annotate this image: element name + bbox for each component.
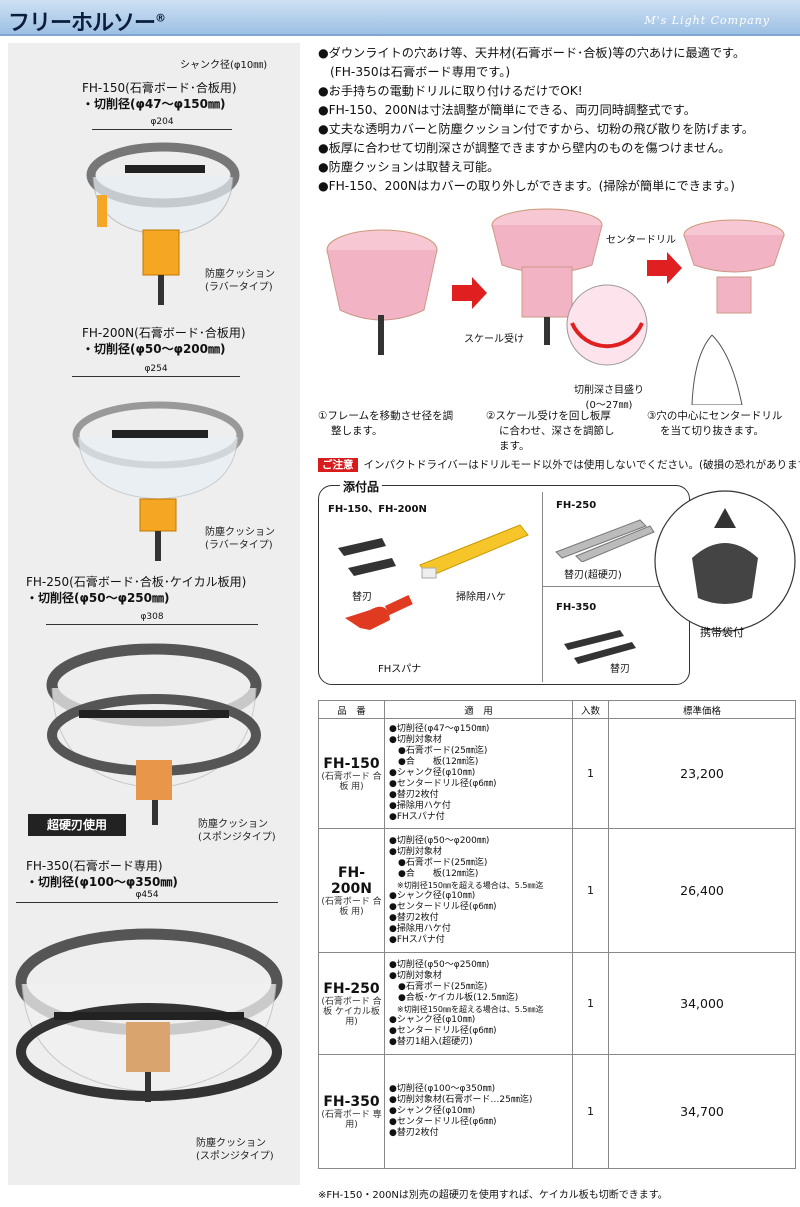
- row-model: FH-350(石膏ボード 専 用): [318, 1054, 391, 1169]
- carbide-blade-image: [555, 519, 655, 562]
- fh150-dim: φ204: [150, 117, 174, 127]
- fh350-hole-saw-image: [15, 928, 283, 1102]
- fh250-hole-saw-image: [46, 643, 262, 825]
- fh150-cushion: 防塵クッション(ラバータイプ): [205, 269, 275, 293]
- fh250-cut: ・切削径(φ50〜φ250㎜): [26, 591, 170, 605]
- feature-item: ●丈夫な透明カバーと防塵クッション付ですから、切粉の飛び散りを防げます。: [318, 122, 754, 136]
- feature-item: ●FH-150、200Nはカバーの取り外しができます。(掃除が簡単にできます。): [318, 179, 735, 193]
- acc-fh250: FH-250: [556, 500, 597, 511]
- acc-bag: 携帯袋付: [700, 626, 744, 639]
- table-row: FH-200N(石膏ボード 合 板 用) ●切削径(φ50〜φ200㎜)●切削対…: [318, 828, 796, 953]
- step-2-caption: ②スケール受けを回し板厚に合わせ、深さを調節します。: [486, 410, 615, 452]
- fh350-cushion: 防塵クッション(スポンジタイプ): [196, 1138, 274, 1162]
- col-spec: 適 用: [384, 700, 573, 719]
- carry-bag-image: [654, 490, 796, 632]
- spec-table: 品 番 適 用 入数 標準価格 FH-150(石膏ボード 合 板 用) ●切削径…: [318, 700, 796, 1169]
- col-model: 品 番: [318, 700, 385, 719]
- feature-item: ●FH-150、200Nは寸法調整が簡単にできる、両刃同時調整式です。: [318, 103, 696, 117]
- feature-item: ●板厚に合わせて切削深さが調整できますから壁内のものを傷つけません。: [318, 141, 731, 155]
- page-title: フリーホルソー®: [8, 11, 166, 36]
- row-qty: 1: [572, 828, 609, 953]
- table-header-row: 品 番 適 用 入数 標準価格: [318, 700, 796, 719]
- carbide-badge: 超硬刃使用: [28, 814, 126, 836]
- row-qty: 1: [572, 952, 609, 1055]
- fh200n-cushion: 防塵クッション(ラバータイプ): [205, 527, 275, 551]
- row-model: FH-200N(石膏ボード 合 板 用): [318, 828, 391, 953]
- fh250-cushion: 防塵クッション(スポンジタイプ): [198, 819, 276, 843]
- brand-watermark: M's Light Company: [644, 14, 770, 27]
- step-3-caption: ③穴の中心にセンタードリルを当て切り抜きます。: [647, 410, 783, 437]
- acc-fh350: FH-350: [556, 602, 597, 613]
- fh250-model: FH-250(石膏ボード･合板･ケイカル板用): [26, 575, 247, 589]
- row-spec: ●切削径(φ100〜φ350㎜)●切削対象材(石膏ボード…25㎜迄)●シャンク径…: [384, 1054, 573, 1169]
- caution-text: インパクトドライバーはドリルモード以外では使用しないでください。(破損の恐れがあ…: [363, 459, 800, 471]
- col-price: 標準価格: [608, 700, 796, 719]
- feature-item: (FH-350は石膏ボード専用です。): [330, 65, 511, 79]
- accessories-title: 添付品: [340, 478, 383, 495]
- row-price: 34,700: [608, 1054, 796, 1169]
- row-price: 26,400: [608, 828, 796, 953]
- fh200n-dim: φ254: [144, 364, 168, 374]
- acc-blade-carbide: 替刃(超硬刃): [564, 570, 622, 581]
- fh200n-model: FH-200N(石膏ボード･合板用): [82, 326, 246, 340]
- table-row: FH-150(石膏ボード 合 板 用) ●切削径(φ47〜φ150㎜)●切削対象…: [318, 718, 796, 829]
- feature-item: ●ダウンライトの穴あけ等、天井材(石膏ボード･合板)等の穴あけに最適です。: [318, 46, 746, 60]
- fh200n-hole-saw-image: [72, 401, 244, 561]
- table-row: FH-250(石膏ボード 合 板 ケイカル板用) ●切削径(φ50〜φ250㎜)…: [318, 952, 796, 1055]
- fh150-model: FH-150(石膏ボード･合板用): [82, 81, 237, 95]
- acc-brush: 掃除用ハケ: [456, 592, 506, 603]
- fh200n-dim-line: [72, 376, 240, 377]
- fh250-dim: φ308: [140, 612, 164, 622]
- fh150-hole-saw-image: [86, 142, 240, 305]
- fh350-dim-line: [16, 902, 278, 903]
- row-model: FH-150(石膏ボード 合 板 用): [318, 718, 391, 829]
- usage-diagram: [326, 208, 785, 405]
- col-qty: 入数: [572, 700, 609, 719]
- fh350-blade-image: [564, 630, 636, 664]
- feature-item: ●防塵クッションは取替え可能。: [318, 160, 500, 174]
- row-price: 23,200: [608, 718, 796, 829]
- acc-blade: 替刃: [352, 592, 372, 603]
- header-bar: [0, 0, 800, 36]
- acc-spanner: FHスパナ: [378, 664, 422, 675]
- depth-label: 切削深さ目盛り(0〜27㎜): [574, 385, 644, 411]
- row-model: FH-250(石膏ボード 合 板 ケイカル板用): [318, 952, 391, 1055]
- row-qty: 1: [572, 718, 609, 829]
- accessories-divider: [542, 492, 543, 682]
- fh150-dim-line: [92, 129, 232, 130]
- feature-list: ●ダウンライトの穴あけ等、天井材(石膏ボード･合板)等の穴あけに最適です。 (F…: [318, 44, 798, 196]
- table-row: FH-350(石膏ボード 専 用) ●切削径(φ100〜φ350㎜)●切削対象材…: [318, 1054, 796, 1169]
- center-drill-label: センタードリル: [606, 235, 676, 246]
- fh350-dim: φ454: [135, 890, 159, 900]
- shank-label: シャンク径(φ10㎜): [180, 60, 268, 71]
- caution-tag: ご注意: [318, 458, 358, 472]
- fh150-cut: ・切削径(φ47〜φ150㎜): [82, 97, 226, 111]
- accessories-divider-h: [542, 586, 690, 587]
- fh200n-cut: ・切削径(φ50〜φ200㎜): [82, 342, 226, 356]
- caution-notice: ご注意インパクトドライバーはドリルモード以外では使用しないでください。(破損の恐…: [318, 457, 800, 472]
- row-spec: ●切削径(φ47〜φ150㎜)●切削対象材 ●石膏ボード(25㎜迄) ●合 板(…: [384, 718, 573, 829]
- fh350-cut: ・切削径(φ100〜φ350㎜): [26, 875, 178, 889]
- fh350-model: FH-350(石膏ボード専用): [26, 859, 163, 873]
- acc-fh150-200n: FH-150、FH-200N: [328, 504, 427, 515]
- row-price: 34,000: [608, 952, 796, 1055]
- footnote: ※FH-150・200Nは別売の超硬刃を使用すれば、ケイカル板も切断できます。: [318, 1190, 668, 1201]
- row-qty: 1: [572, 1054, 609, 1169]
- step-1-caption: ①フレームを移動させ径を調整します。: [318, 410, 454, 437]
- row-spec: ●切削径(φ50〜φ200㎜)●切削対象材 ●石膏ボード(25㎜迄) ●合 板(…: [384, 828, 573, 953]
- row-spec: ●切削径(φ50〜φ250㎜)●切削対象材 ●石膏ボード(25㎜迄) ●合板･ケ…: [384, 952, 573, 1055]
- feature-item: ●お手持ちの電動ドリルに取り付けるだけでOK!: [318, 84, 583, 98]
- acc-blade-350: 替刃: [610, 664, 630, 675]
- accessory-images: [338, 524, 529, 630]
- scale-label: スケール受け: [464, 334, 524, 345]
- fh250-dim-line: [46, 624, 258, 625]
